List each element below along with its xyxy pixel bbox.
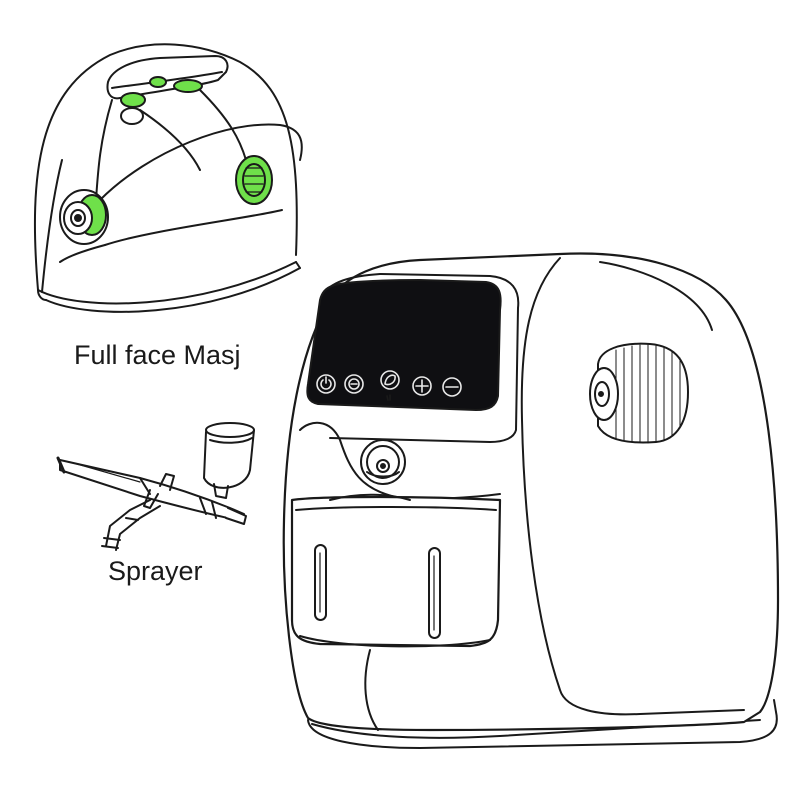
front-outlet [360,439,406,485]
power-icon[interactable] [316,374,336,394]
water-tank [290,493,502,648]
control-buttons [316,370,462,401]
minus-circle-icon[interactable] [344,374,364,394]
minus-icon[interactable] [442,377,462,397]
full-face-mask [33,43,303,313]
side-fan-knob [589,342,689,444]
plus-icon[interactable] [412,376,432,396]
main-device [282,252,780,749]
leaf-icon[interactable] [380,370,400,401]
sprayer-label: Sprayer [108,556,203,586]
mask-label: Full face Masj [74,340,241,370]
airbrush-sprayer [56,422,255,551]
